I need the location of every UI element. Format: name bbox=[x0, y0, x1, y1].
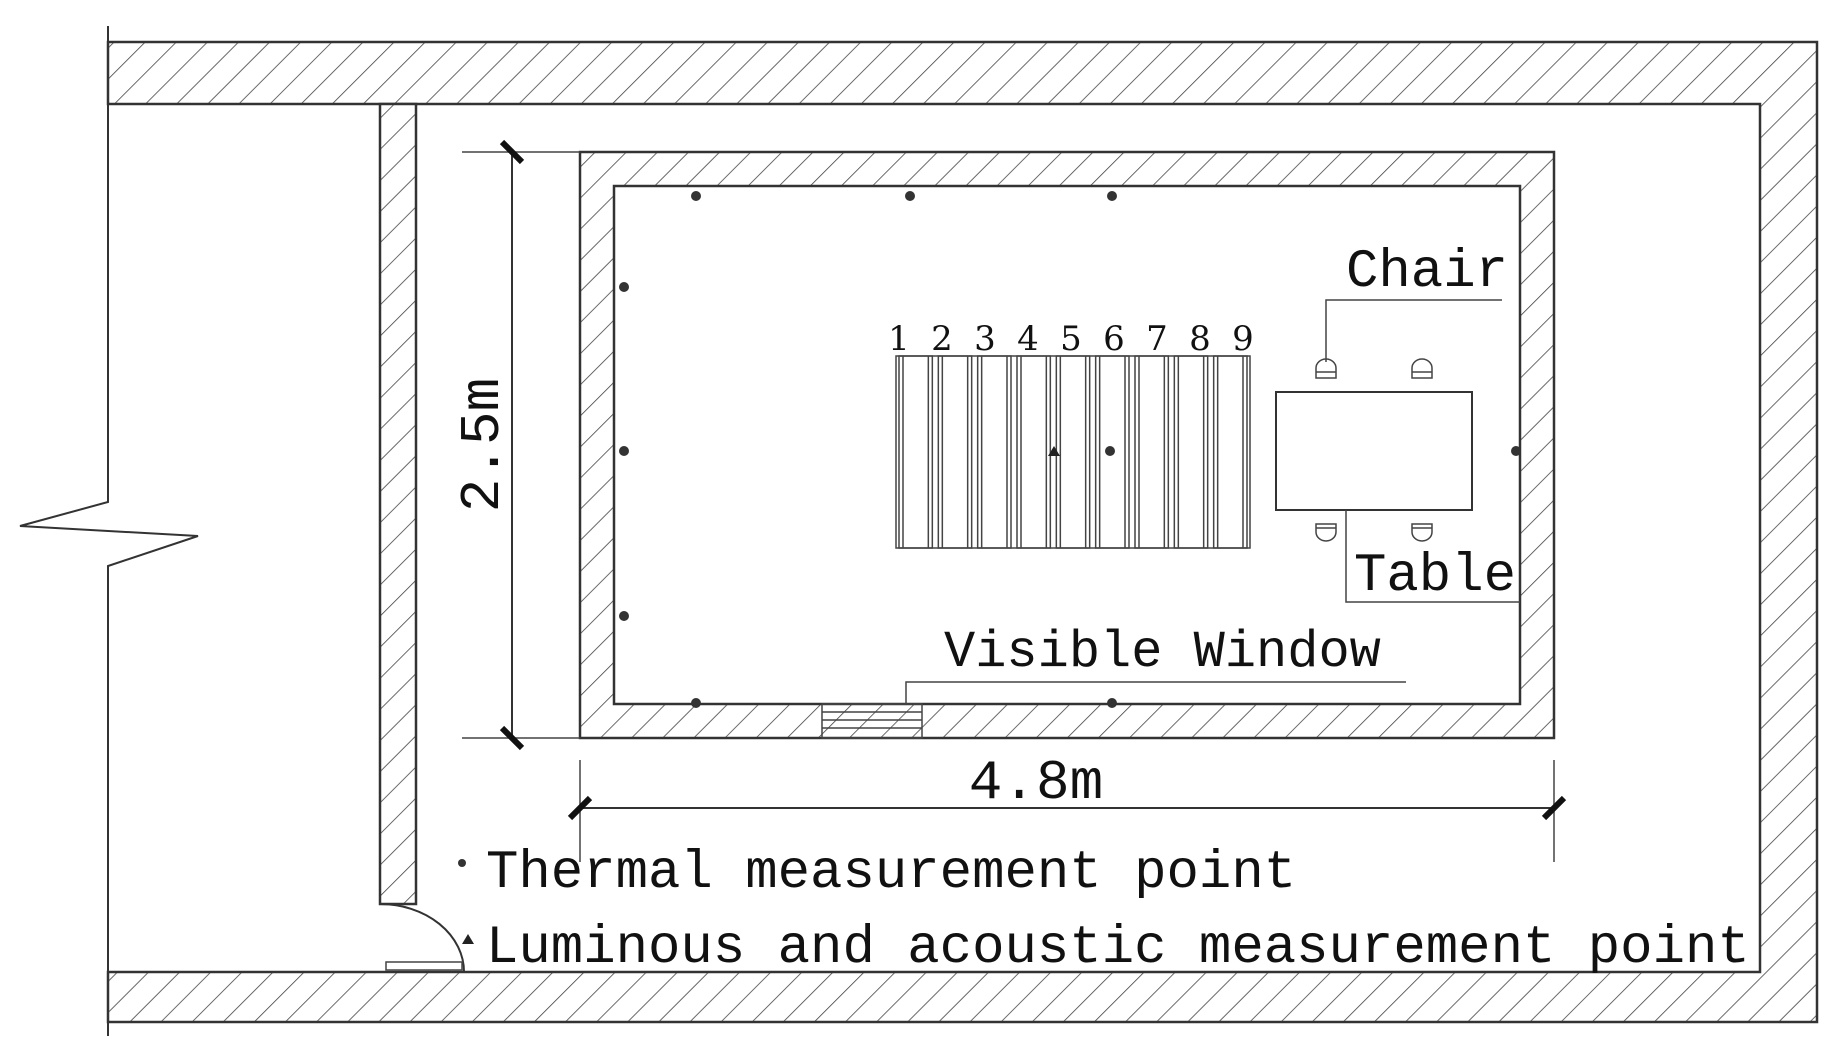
luminous-acoustic-point bbox=[1048, 446, 1060, 456]
door-swing bbox=[379, 903, 465, 973]
window-leader bbox=[905, 681, 1406, 704]
lamp-panel bbox=[1212, 355, 1248, 549]
thermal-point bbox=[1107, 191, 1117, 201]
chair-leader bbox=[1325, 299, 1502, 362]
chair-icon bbox=[1411, 358, 1433, 379]
thermal-point bbox=[619, 611, 629, 621]
lamp-panel bbox=[1134, 355, 1170, 549]
lamp-number: 4 bbox=[1017, 319, 1039, 359]
lamp-panel bbox=[937, 355, 973, 549]
lamp-number: 5 bbox=[1060, 319, 1082, 359]
lamp-panel bbox=[1094, 355, 1130, 549]
lamp-number: 1 bbox=[888, 319, 910, 359]
lamp-panel bbox=[1173, 355, 1209, 549]
outer-walls bbox=[19, 26, 1819, 1036]
test-room bbox=[578, 150, 1556, 740]
door-leaf bbox=[385, 961, 463, 971]
chair-icon bbox=[1315, 523, 1337, 542]
lamp-number: 2 bbox=[931, 319, 953, 359]
furniture bbox=[1275, 358, 1473, 542]
lamp-number: 3 bbox=[974, 319, 996, 359]
thermal-point bbox=[1511, 446, 1521, 456]
lamp-number: 6 bbox=[1103, 319, 1125, 359]
lamp-array-outline bbox=[895, 355, 1251, 549]
lamp-panel bbox=[1016, 355, 1052, 549]
thermal-point bbox=[905, 191, 915, 201]
dim-width-label: 4.8m bbox=[969, 751, 1103, 815]
thermal-point bbox=[619, 446, 629, 456]
lamp-panel bbox=[976, 355, 1012, 549]
legend-thermal: Thermal measurement point bbox=[486, 843, 1296, 904]
annotations: Chair Table Visible Window bbox=[905, 242, 1520, 704]
chair-icon bbox=[1411, 523, 1433, 542]
dimension-height: 2.5m bbox=[451, 139, 580, 751]
lamp-panels: 1 2 3 4 5 6 7 8 9 bbox=[888, 319, 1254, 549]
thermal-point bbox=[619, 282, 629, 292]
lamp-panel bbox=[1055, 355, 1091, 549]
lamp-number: 7 bbox=[1146, 319, 1168, 359]
lamp-number: 9 bbox=[1232, 319, 1254, 359]
table-leader bbox=[1345, 510, 1520, 603]
chair-label: Chair bbox=[1346, 242, 1508, 303]
partition-wall bbox=[378, 102, 418, 906]
table-label: Table bbox=[1354, 546, 1516, 607]
thermal-point bbox=[1107, 698, 1117, 708]
legend: Thermal measurement point Luminous and a… bbox=[458, 843, 1750, 979]
thermal-point-icon bbox=[458, 859, 466, 867]
table bbox=[1275, 391, 1473, 511]
dimension-width: 4.8m bbox=[567, 751, 1567, 862]
measurement-points bbox=[619, 191, 1521, 708]
thermal-point bbox=[1105, 446, 1115, 456]
thermal-point bbox=[691, 191, 701, 201]
visible-window bbox=[821, 703, 923, 739]
legend-luminous: Luminous and acoustic measurement point bbox=[486, 918, 1750, 979]
lamp-number: 8 bbox=[1189, 319, 1211, 359]
visible-window-label: Visible Window bbox=[944, 623, 1381, 682]
break-line bbox=[19, 26, 199, 1036]
lamp-panel bbox=[898, 355, 934, 549]
thermal-point bbox=[691, 698, 701, 708]
chair-icon bbox=[1315, 358, 1337, 379]
dim-height-label: 2.5m bbox=[451, 378, 515, 512]
luminous-point-icon bbox=[462, 934, 474, 944]
room-walls bbox=[578, 150, 1556, 740]
